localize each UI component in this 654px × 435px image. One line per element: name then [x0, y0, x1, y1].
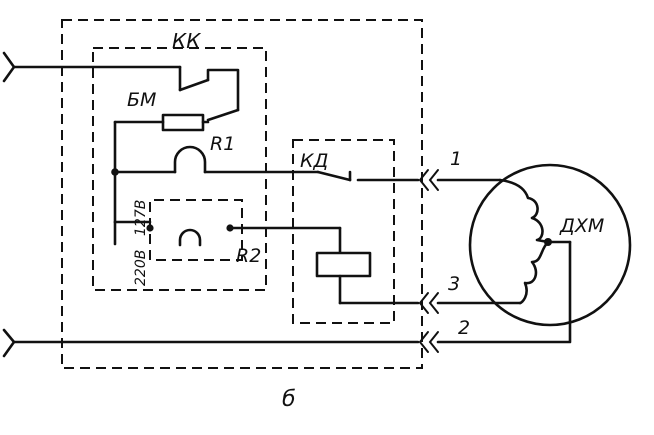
bm-link [206, 108, 240, 122]
kk-block-enclosure [92, 47, 267, 291]
kd-relay-enclosure [292, 139, 395, 324]
dxm-label: ДХМ [559, 215, 604, 237]
motor-winding-start [498, 178, 550, 244]
plug-bottom-arrow [2, 328, 16, 358]
kk-contact-right [206, 68, 240, 112]
r1-resistor [161, 113, 205, 132]
motor-common-node [544, 238, 552, 246]
heater-element [173, 145, 207, 174]
motor-winding-aux [518, 240, 550, 305]
motor-dxm [468, 163, 632, 327]
caption-label: б [282, 387, 296, 412]
terminal-3-connector [418, 292, 439, 314]
terminal-3-label: 3 [448, 273, 460, 295]
r1-label: R1 [210, 133, 235, 155]
terminal-2-label: 2 [458, 317, 470, 339]
terminal-2-connector [418, 331, 439, 353]
kd-contact-blade [316, 170, 352, 182]
r2-element [178, 228, 202, 247]
selector-node-left [146, 224, 154, 232]
outer-enclosure [61, 19, 423, 369]
relay-coil [315, 251, 372, 278]
plug-top-arrow [2, 51, 16, 83]
voltage-220-label: 220В [133, 250, 149, 286]
terminal-1-connector [418, 169, 439, 191]
voltage-selector-box [149, 199, 243, 261]
kd-label: КД [300, 150, 328, 172]
bm-label: БМ [127, 89, 156, 111]
terminal-1-label: 1 [450, 148, 462, 170]
r2-label: R2 [236, 245, 261, 267]
voltage-127-label: 127В [133, 200, 149, 236]
lead-2-to-motor [436, 240, 572, 344]
kk-contact-blade [178, 78, 210, 92]
kk-label: КК [172, 29, 201, 53]
